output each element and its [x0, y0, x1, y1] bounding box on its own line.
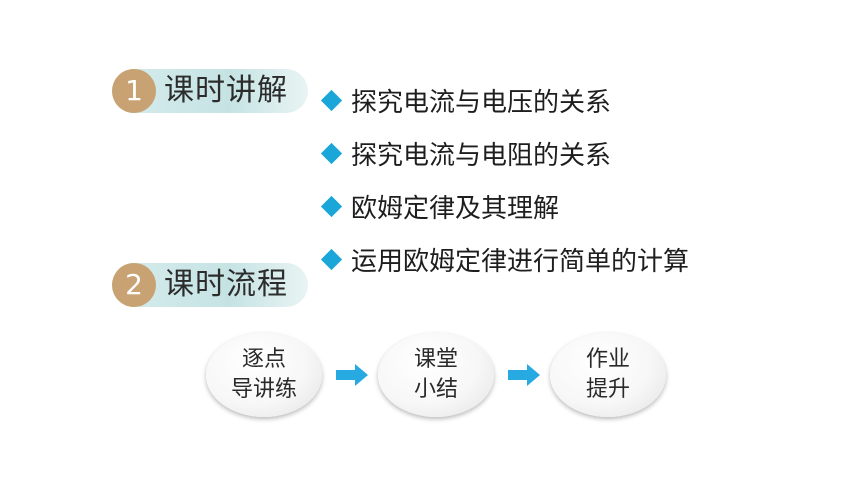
diamond-bullet-icon — [320, 142, 343, 165]
section-heading-lecture: 1 课时讲解 — [112, 69, 308, 113]
flow-step-line: 小结 — [413, 377, 458, 402]
section-title: 课时流程 — [164, 267, 288, 302]
flow-step-line: 作业 — [585, 347, 630, 372]
list-item: 欧姆定律及其理解 — [320, 180, 689, 233]
flow-step-line: 提升 — [585, 377, 630, 402]
section-heading-flow: 2 课时流程 — [112, 263, 308, 307]
list-item: 探究电流与电压的关系 — [320, 74, 689, 127]
diamond-bullet-icon — [320, 195, 343, 218]
flow-step-summary[interactable]: 课堂 小结 — [378, 333, 494, 417]
list-item: 探究电流与电阻的关系 — [320, 127, 689, 180]
flow-step-homework[interactable]: 作业 提升 — [550, 333, 666, 417]
right-arrow-icon — [336, 364, 368, 386]
topic-text: 运用欧姆定律进行简单的计算 — [351, 247, 690, 277]
topic-list: 探究电流与电压的关系 探究电流与电阻的关系 欧姆定律及其理解 运用欧姆定律进行简… — [320, 74, 689, 286]
diamond-bullet-icon — [320, 89, 343, 112]
right-arrow-icon — [508, 364, 540, 386]
topic-text: 欧姆定律及其理解 — [351, 194, 560, 224]
section-number-badge: 1 — [112, 69, 156, 113]
topic-text: 探究电流与电压的关系 — [351, 88, 612, 118]
diamond-bullet-icon — [320, 248, 343, 271]
section-title: 课时讲解 — [164, 73, 288, 108]
topic-text: 探究电流与电阻的关系 — [351, 141, 612, 171]
flow-step-line: 逐点 — [241, 347, 286, 372]
list-item: 运用欧姆定律进行简单的计算 — [320, 233, 689, 286]
flow-step-line: 课堂 — [413, 347, 458, 372]
flow-step-point-lecture[interactable]: 逐点 导讲练 — [206, 333, 322, 417]
flow-step-line: 导讲练 — [230, 377, 297, 402]
section-number-badge: 2 — [112, 263, 156, 307]
